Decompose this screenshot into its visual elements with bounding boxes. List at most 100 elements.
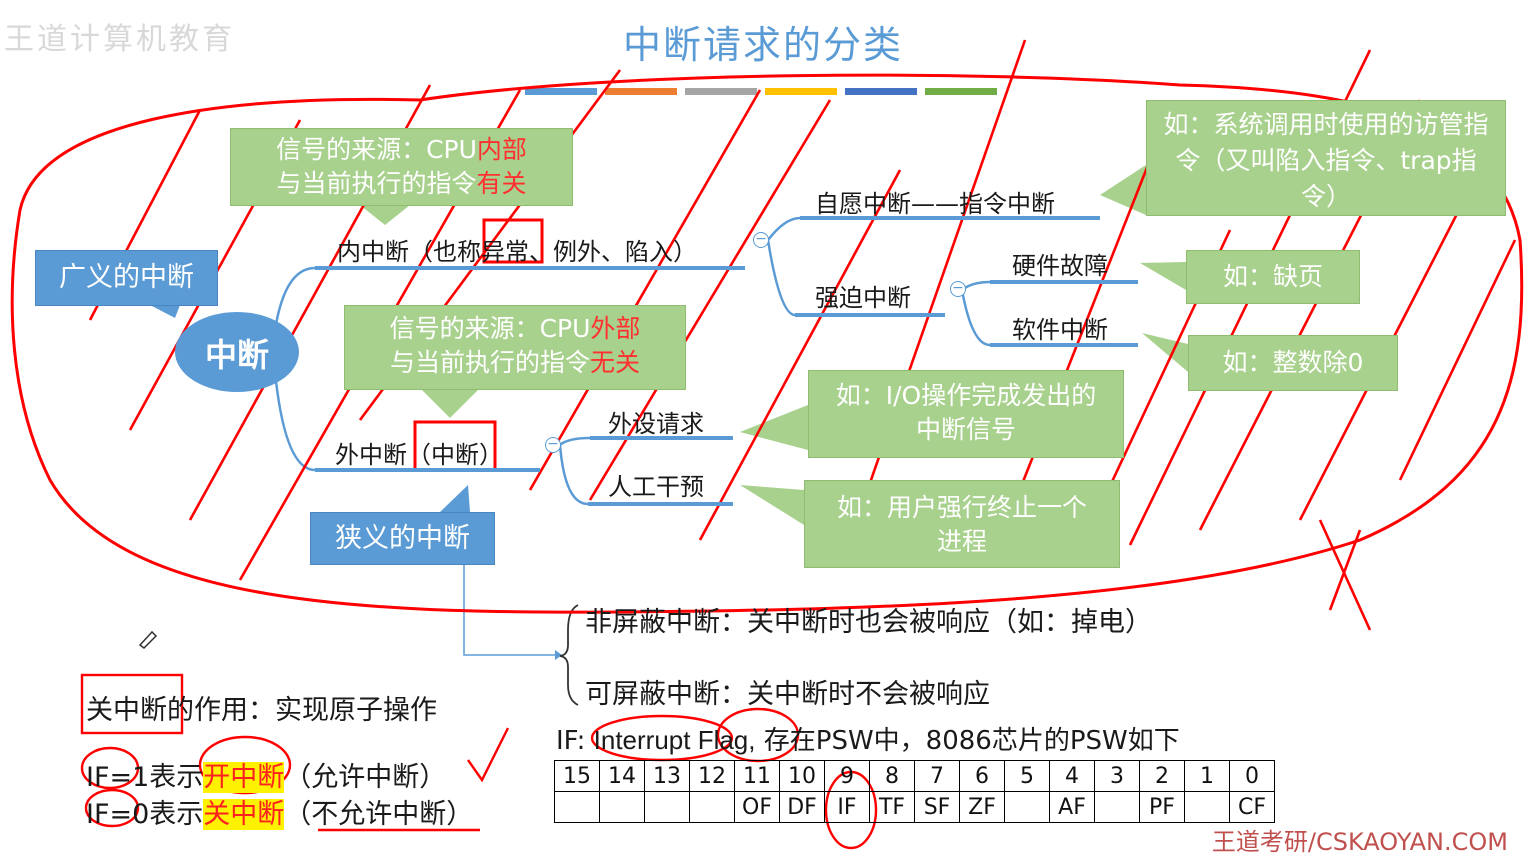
psw-bit-15: 15 (554, 760, 600, 792)
ink-x (1318, 519, 1372, 631)
psw-bit-1: 1 (1184, 760, 1230, 792)
external-underline (315, 468, 540, 472)
logo-watermark: 王道计算机教育 (4, 22, 235, 57)
if0-text: IF=0表示关中断（不允许中断） (86, 799, 474, 830)
psw-bit-0: 0 (1229, 760, 1275, 792)
external-source-box: 信号的来源：CPU外部 与当前执行的指令无关 (344, 305, 686, 390)
ink-circle-if0 (84, 788, 140, 828)
psw-flag-cell (1094, 791, 1140, 823)
psw-bit-14: 14 (599, 760, 645, 792)
psw-flag-cell: SF (914, 791, 960, 823)
nmi-text: 非屏蔽中断：关中断时也会被响应（如：掉电） (585, 607, 1152, 638)
psw-bit-12: 12 (689, 760, 735, 792)
title-bar-green (925, 88, 997, 95)
voluntary-underline (800, 216, 1100, 220)
broad-interrupt-box: 广义的中断 (35, 250, 218, 306)
hardware-underline (990, 280, 1138, 284)
curve-external-device (559, 436, 591, 446)
title-bar-orange (605, 88, 677, 95)
hw-callout-tail (1140, 262, 1186, 290)
hardware-fault-label: 硬件故障 (1012, 252, 1108, 280)
mi-text: 可屏蔽中断：关中断时不会被响应 (585, 679, 990, 710)
ink-check (467, 727, 510, 783)
ink-circle-if1 (80, 746, 140, 790)
manual-example-box: 如：用户强行终止一个进程 (804, 480, 1120, 568)
psw-flag-cell: DF (779, 791, 825, 823)
psw-bit-8: 8 (869, 760, 915, 792)
arrow-narrow-to-mask (463, 565, 555, 656)
center-node-label: 中断 (204, 336, 269, 374)
psw-flag-cell (644, 791, 690, 823)
ink-circle-enable (198, 735, 292, 795)
software-interrupt-label: 软件中断 (1012, 316, 1108, 344)
collapse-forced-icon[interactable]: − (950, 281, 966, 297)
external-callout-tail (420, 388, 480, 418)
device-underline (590, 436, 733, 440)
manual-underline (588, 502, 733, 506)
ink-hatch (528, 89, 762, 491)
bracket-mask (559, 604, 579, 706)
psw-flag-cell (1004, 791, 1050, 823)
curve-internal-voluntary (767, 216, 801, 241)
curve-external-manual (558, 444, 589, 506)
psw-flag-cell: ZF (959, 791, 1005, 823)
psw-flag-cell (1184, 791, 1230, 823)
psw-flag-cell: PF (1139, 791, 1185, 823)
internal-interrupt-label: 内中断（也称异常、例外、陷入） (337, 238, 697, 266)
psw-bit-13: 13 (644, 760, 690, 792)
site-watermark: 王道考研/CSKAOYAN.COM (1211, 828, 1508, 856)
io-example-box: 如：I/O操作完成发出的中断信号 (808, 370, 1124, 458)
pen-cursor-icon (138, 630, 158, 649)
center-node (175, 312, 299, 392)
psw-bit-7: 7 (914, 760, 960, 792)
io-callout-tail (740, 405, 808, 450)
forced-underline (795, 313, 945, 317)
page-title: 中断请求的分类 (622, 23, 903, 67)
title-bar-gray (685, 88, 757, 95)
psw-bit-6: 6 (959, 760, 1005, 792)
psw-bit-9: 9 (824, 760, 870, 792)
psw-flag-cell: OF (734, 791, 780, 823)
title-bar-blue (525, 88, 597, 95)
if1-text: IF=1表示开中断（允许中断） (86, 762, 447, 793)
psw-bit-4: 4 (1049, 760, 1095, 792)
narrow-interrupt-box: 狭义的中断 (310, 512, 495, 565)
psw-bit-3: 3 (1094, 760, 1140, 792)
ink-hatch (998, 159, 1152, 541)
psw-flag-cell: AF (1049, 791, 1095, 823)
psw-flag-cell: CF (1229, 791, 1275, 823)
interrupt-flag-name: Interrupt Flag, (593, 725, 756, 755)
internal-underline (315, 266, 745, 270)
voluntary-interrupt-label: 自愿中断——指令中断 (815, 190, 1055, 218)
psw-bit-5: 5 (1004, 760, 1050, 792)
hw-example-box: 如：缺页 (1186, 250, 1360, 304)
software-underline (990, 343, 1138, 347)
psw-flag-cell (689, 791, 735, 823)
collapse-external-icon[interactable]: − (545, 437, 561, 453)
flag-description: IF: Interrupt Flag, 存在PSW中，8086芯片的PSW如下 (556, 725, 1180, 756)
ink-box-exception (482, 218, 544, 264)
psw-bit-2: 2 (1139, 760, 1185, 792)
ink-hatch (1398, 239, 1517, 481)
internal-callout-tail (360, 205, 410, 225)
device-request-label: 外设请求 (608, 410, 704, 438)
ink-hatch (588, 99, 832, 501)
psw-flag-cell (554, 791, 600, 823)
forced-interrupt-label: 强迫中断 (815, 284, 911, 312)
broad-callout-tail (150, 305, 180, 318)
arrow-head (555, 650, 562, 660)
narrow-callout-tail (440, 485, 470, 512)
internal-source-box: 信号的来源：CPU内部 与当前执行的指令有关 (230, 128, 573, 206)
collapse-internal-icon[interactable]: − (753, 232, 769, 248)
curve-root-internal (273, 266, 316, 331)
disable-purpose-text: 关中断的作用：实现原子操作 (86, 695, 437, 726)
external-interrupt-label: 外中断（中断） (335, 441, 503, 469)
ink-x (1328, 529, 1362, 611)
manual-intervention-label: 人工干预 (608, 473, 704, 501)
psw-bit-11: 11 (734, 760, 780, 792)
title-bar-darkblue (845, 88, 917, 95)
manual-callout-tail (740, 485, 804, 525)
psw-flag-cell (599, 791, 645, 823)
